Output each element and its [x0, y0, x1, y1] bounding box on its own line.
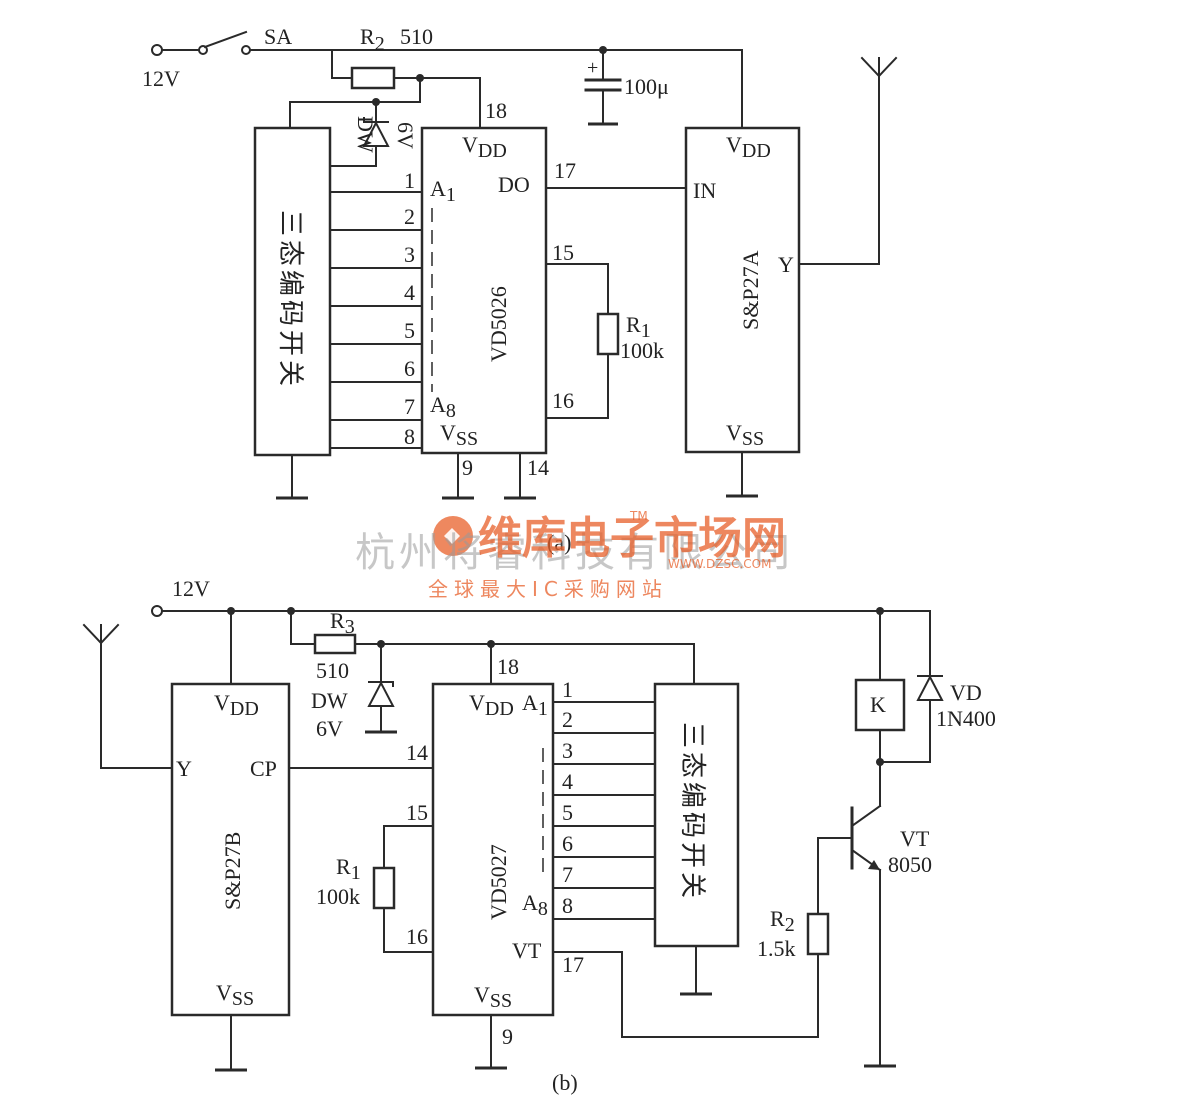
pin-1-b: 1 [562, 677, 573, 702]
vdd-label-a: VDD [462, 132, 507, 162]
pin14-b: 14 [406, 740, 428, 765]
r1-label-a: R1 [626, 312, 651, 342]
mod-cp-label: CP [250, 756, 277, 781]
pin-6-b: 6 [562, 831, 573, 856]
switch-sa-blade[interactable] [203, 30, 248, 49]
pin18-a: 18 [485, 98, 507, 123]
module-label-sp27b: S&P27B [220, 832, 245, 910]
pin-3-b: 3 [562, 738, 573, 763]
transmitter-circuit [151, 30, 898, 500]
pin9-a: 9 [462, 455, 473, 480]
a8-label-a: A8 [430, 392, 456, 422]
module-sp27a [684, 126, 801, 454]
pin-4-b: 4 [562, 769, 573, 794]
pin-2-a: 2 [404, 204, 415, 229]
relay-label: K [870, 692, 886, 717]
vss-label-b: VSS [474, 982, 512, 1012]
pin16-b: 16 [406, 924, 428, 949]
r2-label: R2 [360, 24, 385, 55]
pin-5-a: 5 [404, 318, 415, 343]
module-sp27b [170, 682, 291, 1017]
pin-4-a: 4 [404, 280, 415, 305]
pin-8-a: 8 [404, 424, 415, 449]
antenna-icon [82, 623, 120, 645]
a8-label-b: A8 [522, 890, 548, 920]
pin15-a: 15 [552, 240, 574, 265]
watermark-url: WWW.DZSC.COM [668, 557, 771, 571]
zener-label-b: DW [311, 688, 348, 713]
pin9-b: 9 [502, 1024, 513, 1049]
mod-y-label-b: Y [176, 756, 192, 781]
diode-value: 1N400 [936, 706, 996, 731]
ic-vd5027 [431, 682, 555, 1017]
cap-plus: + [587, 57, 598, 79]
vss-label-a: VSS [440, 420, 478, 450]
mod-vdd-a: VDD [726, 132, 771, 162]
r2-value: 510 [400, 24, 433, 49]
r3-value: 510 [316, 658, 349, 683]
r1-value-b: 100k [316, 884, 360, 909]
a1-label-b: A1 [522, 690, 548, 720]
pin15-b: 15 [406, 800, 428, 825]
diode-label: VD [950, 680, 982, 705]
ic-label-vd5026: VD5026 [486, 286, 511, 362]
relay-k [854, 678, 906, 732]
watermark-slogan: 全球最大IC采购网站 [428, 577, 668, 601]
r2-value-b: 1.5k [757, 936, 796, 961]
watermark [433, 516, 473, 556]
antenna-icon [860, 56, 898, 78]
zener-value-a: 6V [393, 122, 418, 149]
pin-1-a: 1 [404, 168, 415, 193]
r1-label-b: R1 [336, 854, 361, 884]
watermark-brand: 维库电子市场网 [478, 513, 786, 564]
encoder-switch-label-a: 三态编码开关 [275, 210, 305, 390]
r1-value-a: 100k [620, 338, 664, 363]
switch-label: SA [264, 24, 292, 49]
zener-value-b: 6V [316, 716, 343, 741]
tristate-encoder-switch-b[interactable] [653, 682, 740, 948]
pin16-a: 16 [552, 388, 574, 413]
capacitor-value: 100μ [624, 74, 669, 99]
pin-5-b: 5 [562, 800, 573, 825]
supply-label-a: 12V [142, 66, 180, 91]
pin-8-b: 8 [562, 893, 573, 918]
diode-vd [916, 674, 944, 701]
ic-vd5026 [420, 126, 548, 455]
r3-label: R3 [330, 608, 355, 638]
supply-label-b: 12V [172, 576, 210, 601]
pin-2-b: 2 [562, 707, 573, 732]
zener-label-a: DW [353, 116, 378, 153]
r2-label-b: R2 [770, 906, 795, 936]
transistor-value: 8050 [888, 852, 932, 877]
watermark-company: 杭州将睿科技有限公司 [355, 530, 795, 576]
watermark-tm: TM [629, 509, 648, 523]
encoder-switch-label-b: 三态编码开关 [677, 722, 707, 902]
tristate-encoder-switch-a[interactable] [253, 126, 332, 457]
pin17-a: 17 [554, 158, 576, 183]
vt-pin-label: VT [512, 938, 542, 963]
pin-6-a: 6 [404, 356, 415, 381]
receiver-circuit [82, 605, 944, 1072]
pin-3-a: 3 [404, 242, 415, 267]
caption-b: (b) [552, 1070, 578, 1095]
module-label-sp27a: S&P27A [738, 250, 763, 330]
caption-a: (a) [547, 530, 571, 555]
do-label: DO [498, 172, 530, 197]
pin17-b: 17 [562, 952, 584, 977]
ic-label-vd5027: VD5027 [486, 844, 511, 920]
a1-label-a: A1 [430, 176, 456, 206]
pin18-b: 18 [497, 654, 519, 679]
pin-7-b: 7 [562, 862, 573, 887]
mod-vdd-b: VDD [214, 690, 259, 720]
pin-7-a: 7 [404, 394, 415, 419]
vdd-label-b: VDD [469, 690, 514, 720]
mod-in-label: IN [693, 178, 716, 203]
pin14-a: 14 [527, 455, 549, 480]
mod-vss-a: VSS [726, 420, 764, 450]
mod-vss-b: VSS [216, 980, 254, 1010]
mod-y-label-a: Y [778, 252, 794, 277]
transistor-label: VT [900, 826, 930, 851]
